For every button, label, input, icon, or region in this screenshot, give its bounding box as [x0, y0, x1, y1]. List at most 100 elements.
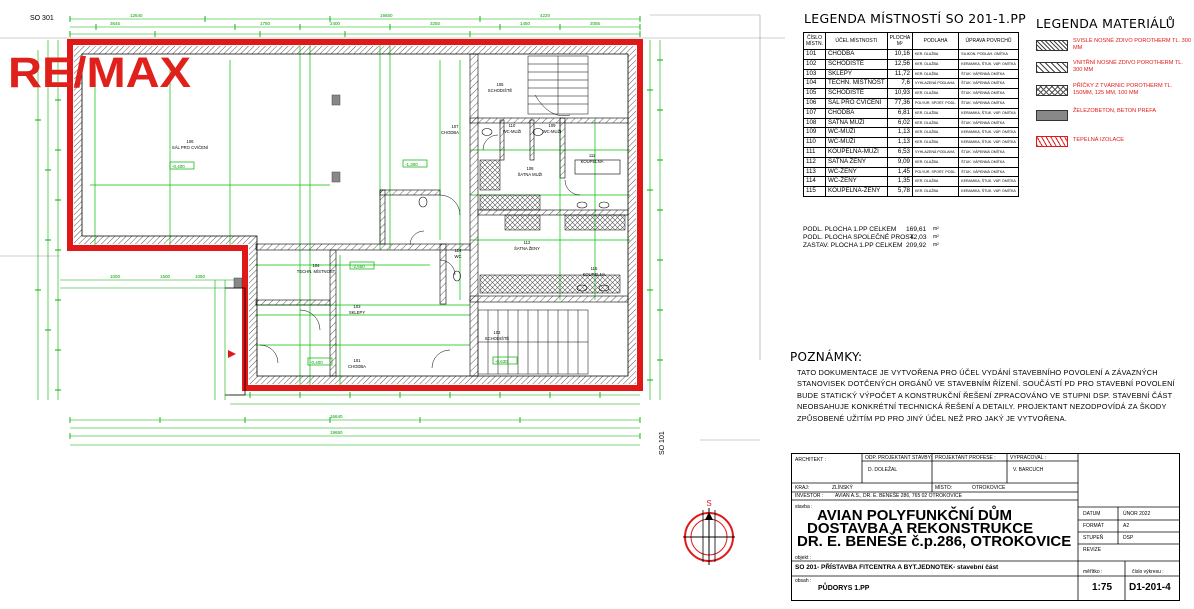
odp-projektant-value: D. DOLEŽAL — [868, 467, 898, 473]
room-id: 102 — [494, 330, 502, 335]
room-id: 106 — [187, 139, 195, 144]
room-name: CHODBA — [441, 130, 459, 135]
legend-cell: WC-ŽENY — [824, 166, 888, 178]
room-name: SCHODIŠTĚ — [485, 336, 510, 341]
legend-cell: KERAMIKA, ŠTUK. VÁP. OMÍTKA — [958, 137, 1019, 148]
legend-cell: 111 — [803, 146, 826, 158]
stupen-value: DSP — [1123, 535, 1134, 541]
legend-cell: WC-MUŽI — [824, 127, 888, 139]
level-mark: -0,630 — [495, 359, 508, 364]
room-id: 103 — [354, 304, 362, 309]
north-arrow-icon: S — [683, 499, 735, 565]
legend-cell: KER. DLAŽBA — [911, 68, 960, 80]
material-text: PŘÍČKY Z TVÁRNIC POROTHERM TL. 150MM, 12… — [1073, 83, 1173, 96]
legend-cell: 10,93 — [886, 88, 913, 99]
legend-cell: ŠTUK. VÁPENNÁ OMÍTKA — [958, 97, 1019, 109]
investor-label: INVESTOR : — [795, 493, 824, 499]
header-cell: ČÍSLO MÍSTN. — [803, 32, 826, 50]
svg-text:2055: 2055 — [590, 21, 601, 26]
room-id: 112 — [524, 240, 531, 245]
datum-value: ÚNOR 2022 — [1123, 511, 1151, 517]
insulation-swatch-icon — [1036, 136, 1068, 147]
title-block: ARCHITEKT : ODP. PROJEKTANT STAVBY: D. D… — [791, 453, 1180, 601]
objekt-value: SO 201- PŘÍSTAVBA FITCENTRA A BYT.JEDNOT… — [795, 564, 999, 571]
svg-text:1450: 1450 — [520, 21, 531, 26]
legend-cell: 114 — [803, 176, 826, 188]
room-id: 110 — [509, 123, 516, 128]
legend-cell: 112 — [803, 156, 826, 168]
legend-cell: 9,09 — [886, 156, 913, 168]
cislo-value: D1-201-4 — [1129, 582, 1171, 593]
area-summary: PODL. PLOCHA 1.PP CELKEM 169,61 m² PODL.… — [803, 226, 979, 251]
area-row: PODL. PLOCHA 1.PP CELKEM 169,61 m² — [803, 226, 979, 234]
legend-cell: SCHODIŠTĚ — [824, 88, 888, 99]
projektant-profese-label: PROJEKTANT PROFESE : — [935, 455, 996, 461]
svg-text:1050: 1050 — [195, 274, 206, 279]
legend-cell: KER. DLAŽBA — [911, 107, 960, 119]
svg-text:1500: 1500 — [160, 274, 171, 279]
legend-cell: KERAMIKA, ŠTUK. VÁP. OMÍTKA — [958, 176, 1019, 188]
room-id: 114 — [455, 248, 462, 253]
legend-cell: KERAMIKA, ŠTUK. VÁP. OMÍTKA — [958, 107, 1019, 119]
notes-text: TATO DOKUMENTACE JE VYTVOŘENA PRO ÚČEL V… — [797, 368, 1175, 423]
legend-cell: POLYUR. SPORT. PODL. — [911, 166, 960, 178]
svg-text:3250: 3250 — [430, 21, 441, 26]
room-name: WC-MUŽI — [543, 129, 562, 134]
legend-cell: KER. DLAŽBA — [911, 49, 960, 60]
legend-cell: KER. DLAŽBA — [911, 127, 960, 139]
legend-cell: CHODBA — [824, 107, 888, 119]
legend-cell: SCHODIŠTĚ — [824, 58, 888, 70]
legend-cell: POLYUR. SPORT. PODL. — [911, 97, 960, 109]
legend-cell: KER. DLAŽBA — [911, 88, 960, 99]
legend-cell: 12,56 — [886, 58, 913, 70]
kraj-label: KRAJ: — [795, 485, 810, 491]
legend-cell: KOUPELNA-ŽENY — [824, 186, 888, 197]
legend-cell: 105 — [803, 88, 826, 99]
room-id: 107 — [452, 124, 460, 129]
meritko-value: 1:75 — [1092, 582, 1113, 593]
legend-cell: KER. DLAŽBA — [911, 58, 960, 70]
area-value: 169,61 — [906, 226, 927, 233]
revize-label: REVIZE — [1083, 547, 1102, 553]
title-block-grid — [792, 454, 1179, 600]
area-label: PODL. PLOCHA 1.PP CELKEM — [803, 226, 897, 233]
room-name: ŠATNA ŽENY — [514, 246, 540, 251]
legend-cell: TECHN. MÍSTNOST — [824, 78, 888, 90]
legend-cell: 6,81 — [886, 107, 913, 119]
legend-cell: 7,6 — [886, 78, 913, 90]
legend-cell: ŠTUK. VÁPENNÁ OMÍTKA — [958, 166, 1019, 178]
material-item: TEPELNÁ IZOLACE — [1036, 134, 1191, 156]
svg-text:1000: 1000 — [110, 274, 121, 279]
area-row: ZASTAV. PLOCHA 1.PP CELKEM 209,92 m² — [803, 242, 979, 250]
legend-cell: 1,35 — [886, 176, 913, 188]
vypracoval-value: V. BARCUCH — [1013, 467, 1044, 473]
area-row: PODL. PLOCHA SPOLEČNÉ PROST. 42,03 m² — [803, 234, 979, 242]
stavba-line: DR. E. BENEŠE č.p.286, OTROKOVICE — [797, 533, 1072, 550]
legend-cell: 6,02 — [886, 117, 913, 129]
legend-cell: ŠATNA MUŽI — [824, 117, 888, 129]
legend-cell: ŠTUK. VÁPENNÁ OMÍTKA — [958, 146, 1019, 158]
obsah-label: obsah : — [795, 578, 812, 584]
svg-text:16640: 16640 — [330, 414, 343, 419]
legend-cell: 10,16 — [886, 49, 913, 60]
legend-cell: ŠATNA ŽENY — [824, 156, 888, 168]
legend-cell: VYHLAZENÁ PODLAHA — [911, 146, 960, 158]
legend-cell: ŠTUK. VÁPENNÁ OMÍTKA — [958, 78, 1019, 90]
svg-text:1750: 1750 — [260, 21, 271, 26]
area-label: PODL. PLOCHA SPOLEČNÉ PROST. — [803, 234, 915, 242]
material-text: VNITŘNÍ NOSNÉ ZDIVO POROTHERM TL. 300 MM — [1073, 60, 1183, 73]
legend-cell: 1,13 — [886, 137, 913, 148]
header-cell: PODLAHA — [911, 32, 960, 50]
logo-text: RE/MAX — [8, 50, 191, 96]
area-value: 209,92 — [906, 242, 927, 250]
